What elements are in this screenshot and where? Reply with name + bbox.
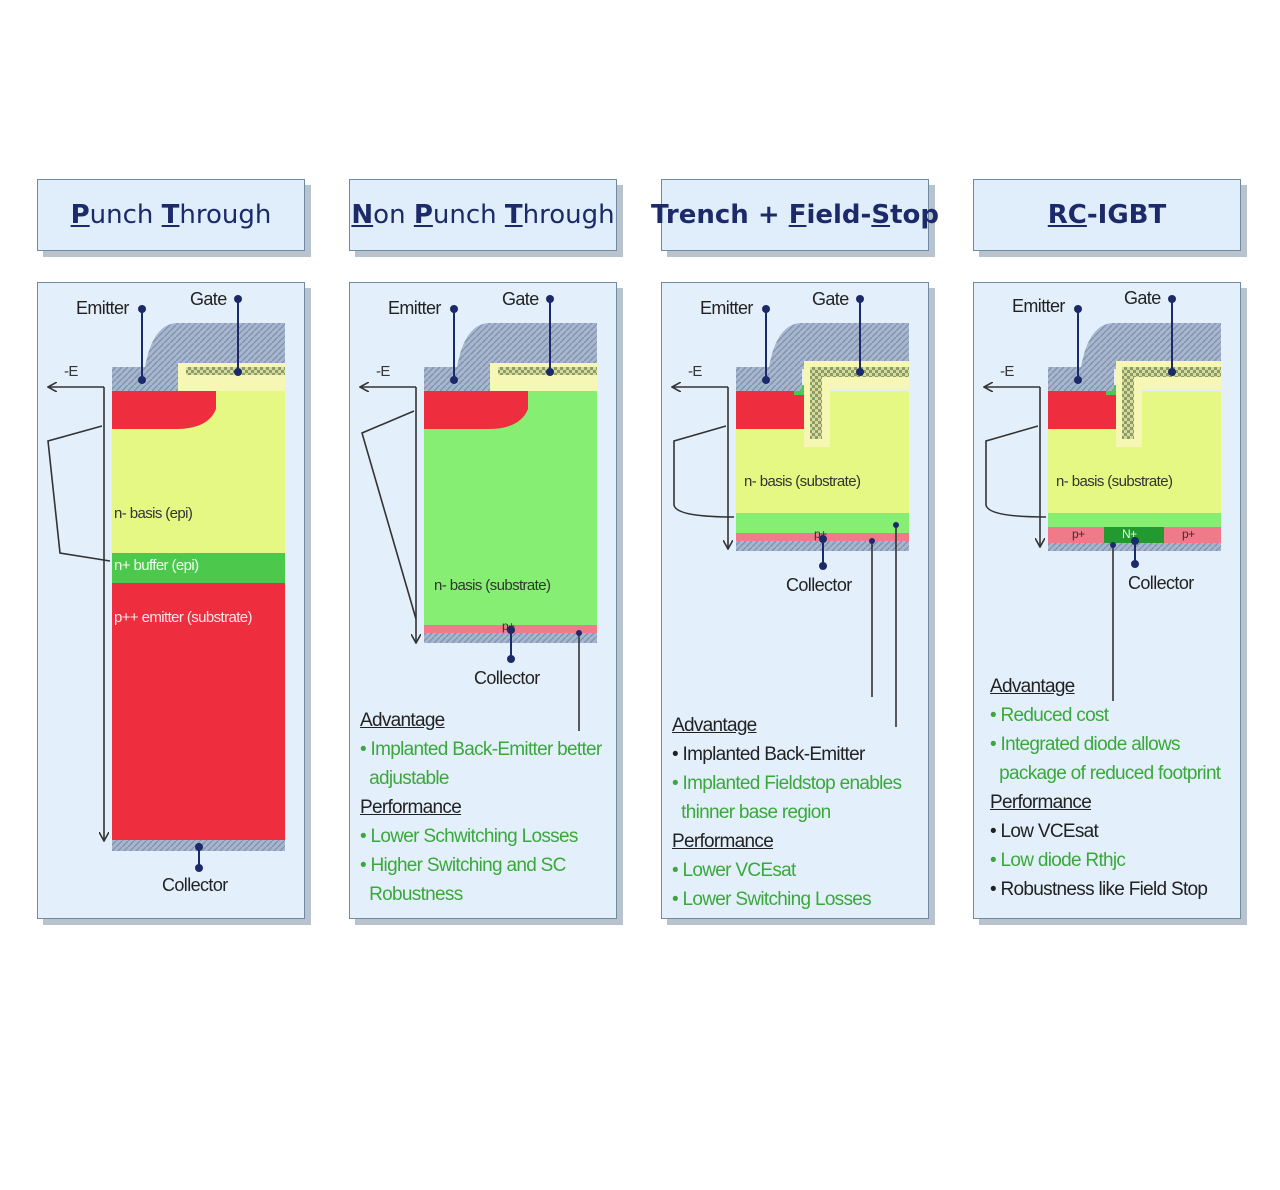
pt-layer-p-emitter: p++ emitter (substrate) (114, 609, 253, 626)
npt-gate-label: Gate (502, 289, 539, 309)
bullet-line: Robustness (360, 884, 463, 905)
bullet-line: • Lower Switching Losses (672, 889, 872, 910)
pt-n-buffer-layer (112, 553, 285, 583)
npt-structure-diagram (350, 295, 597, 731)
rc-structure-diagram (974, 295, 1221, 701)
tfs-trench-gate (810, 367, 909, 439)
title-text: -IGBT (1086, 200, 1167, 230)
tfs-gate-label: Gate (812, 289, 849, 309)
rc-layer-p-left: p+ (1072, 527, 1085, 541)
title-text: hrough (522, 200, 615, 230)
panel-punch-through: Emitter Gate -E Collector n- basis (epi)… (37, 282, 305, 919)
rc-layer-n-basis: n- basis (substrate) (1056, 473, 1173, 490)
bullet-line: • Implanted Back-Emitter better (360, 739, 602, 760)
rc-gate-label: Gate (1124, 288, 1161, 308)
bullet-line: • Lower Schwitching Losses (360, 826, 578, 847)
tfs-efield-label: -E (688, 363, 702, 380)
title-initial: T (161, 200, 180, 230)
pt-p-emitter-layer (112, 583, 285, 840)
pt-p-well (112, 391, 216, 429)
title-text: hrough (179, 200, 272, 230)
section-heading: Performance (672, 831, 774, 852)
title-text: unch (89, 200, 162, 230)
pt-structure-diagram (38, 295, 285, 872)
pt-emitter-metal (112, 323, 285, 391)
section-heading: Performance (990, 792, 1092, 813)
bullet-line: • Reduced cost (990, 705, 1109, 726)
section-heading: Advantage (672, 715, 757, 736)
rc-trench-oxide (1116, 361, 1221, 447)
npt-layer-n-basis: n- basis (substrate) (434, 577, 551, 594)
title-text: on (373, 200, 414, 230)
section-heading: Advantage (360, 710, 445, 731)
bullet-line: • Integrated diode allows (990, 734, 1181, 755)
pt-layer-n-buffer: n+ buffer (epi) (114, 557, 199, 574)
tfs-collector-label: Collector (786, 575, 852, 595)
bullet-line: • Low VCEsat (990, 821, 1099, 842)
npt-layer-p: p+ (502, 619, 515, 633)
panel-non-punch-through: Emitter Gate -E Collector n- basis (subs… (349, 282, 617, 919)
tfs-emitter-label: Emitter (700, 298, 753, 318)
title-initial: N (351, 200, 374, 230)
bullet-line: • Implanted Fieldstop enables (672, 773, 902, 794)
npt-collector-label: Collector (474, 668, 540, 688)
npt-emitter-metal (424, 323, 597, 391)
title-initial: F (788, 200, 807, 230)
tfs-layer-n-basis: n- basis (substrate) (744, 473, 861, 490)
section-heading: Performance (360, 797, 462, 818)
section-heading: Advantage (990, 676, 1075, 697)
tfs-field-stop-layer (736, 513, 909, 533)
rc-layer-n-plus: N+ (1122, 527, 1137, 541)
title-text: Trench + (651, 200, 789, 230)
title-initial: P (413, 200, 433, 230)
title-initial: T (504, 200, 523, 230)
npt-description: Advantage • Implanted Back-Emitter better… (360, 706, 602, 909)
title-initial: P (70, 200, 90, 230)
npt-p-well (424, 391, 528, 429)
tfs-description: Advantage • Implanted Back-Emitter • Impla… (672, 711, 902, 914)
rc-emitter-metal (1048, 323, 1221, 391)
title-text: unch (432, 200, 505, 230)
bullet-line: • Implanted Back-Emitter (672, 744, 865, 765)
bullet-line: • Higher Switching and SC (360, 855, 566, 876)
tfs-emitter-metal (736, 323, 909, 391)
npt-efield-label: -E (376, 363, 390, 380)
npt-emitter-label: Emitter (388, 298, 441, 318)
bullet-line: thinner base region (672, 802, 831, 823)
tfs-trench-oxide (804, 361, 909, 447)
tfs-layer-p: p+ (814, 527, 827, 541)
rc-field-stop-layer (1048, 513, 1221, 527)
bullet-line: • Lower VCEsat (672, 860, 796, 881)
title-initial: RC (1047, 200, 1087, 230)
pt-efield-label: -E (64, 363, 78, 380)
rc-emitter-label: Emitter (1012, 296, 1065, 316)
rc-collector-label: Collector (1128, 573, 1194, 593)
npt-n-basis-layer (424, 391, 597, 625)
title-initial: S (871, 200, 891, 230)
bullet-line: adjustable (360, 768, 449, 789)
pt-collector-label: Collector (162, 875, 228, 895)
rc-description: Advantage • Reduced cost • Integrated diod… (990, 672, 1221, 904)
panel-rc-igbt: Emitter Gate -E Collector n- basis (subs… (973, 282, 1241, 919)
rc-layer-p-right: p+ (1182, 527, 1195, 541)
bullet-line: • Robustness like Field Stop (990, 879, 1208, 900)
rc-trench-gate (1122, 367, 1221, 439)
rc-n-plus-layer (1104, 527, 1164, 543)
tfs-structure-diagram (662, 295, 909, 727)
pt-layer-n-basis: n- basis (epi) (114, 505, 193, 522)
bullet-line: • Low diode Rthjc (990, 850, 1126, 871)
rc-efield-label: -E (1000, 363, 1014, 380)
rc-p-body (1048, 391, 1116, 429)
panel-trench-field-stop: Emitter Gate -E Collector n- basis (subs… (661, 282, 929, 919)
pt-gate-label: Gate (190, 289, 227, 309)
tfs-p-body (736, 391, 804, 429)
title-text: ield- (806, 200, 872, 230)
pt-emitter-label: Emitter (76, 298, 129, 318)
bullet-line: package of reduced footprint (990, 763, 1221, 784)
title-text: top (890, 200, 939, 230)
panel-title-rc-igbt: RC-IGBT (973, 179, 1241, 251)
